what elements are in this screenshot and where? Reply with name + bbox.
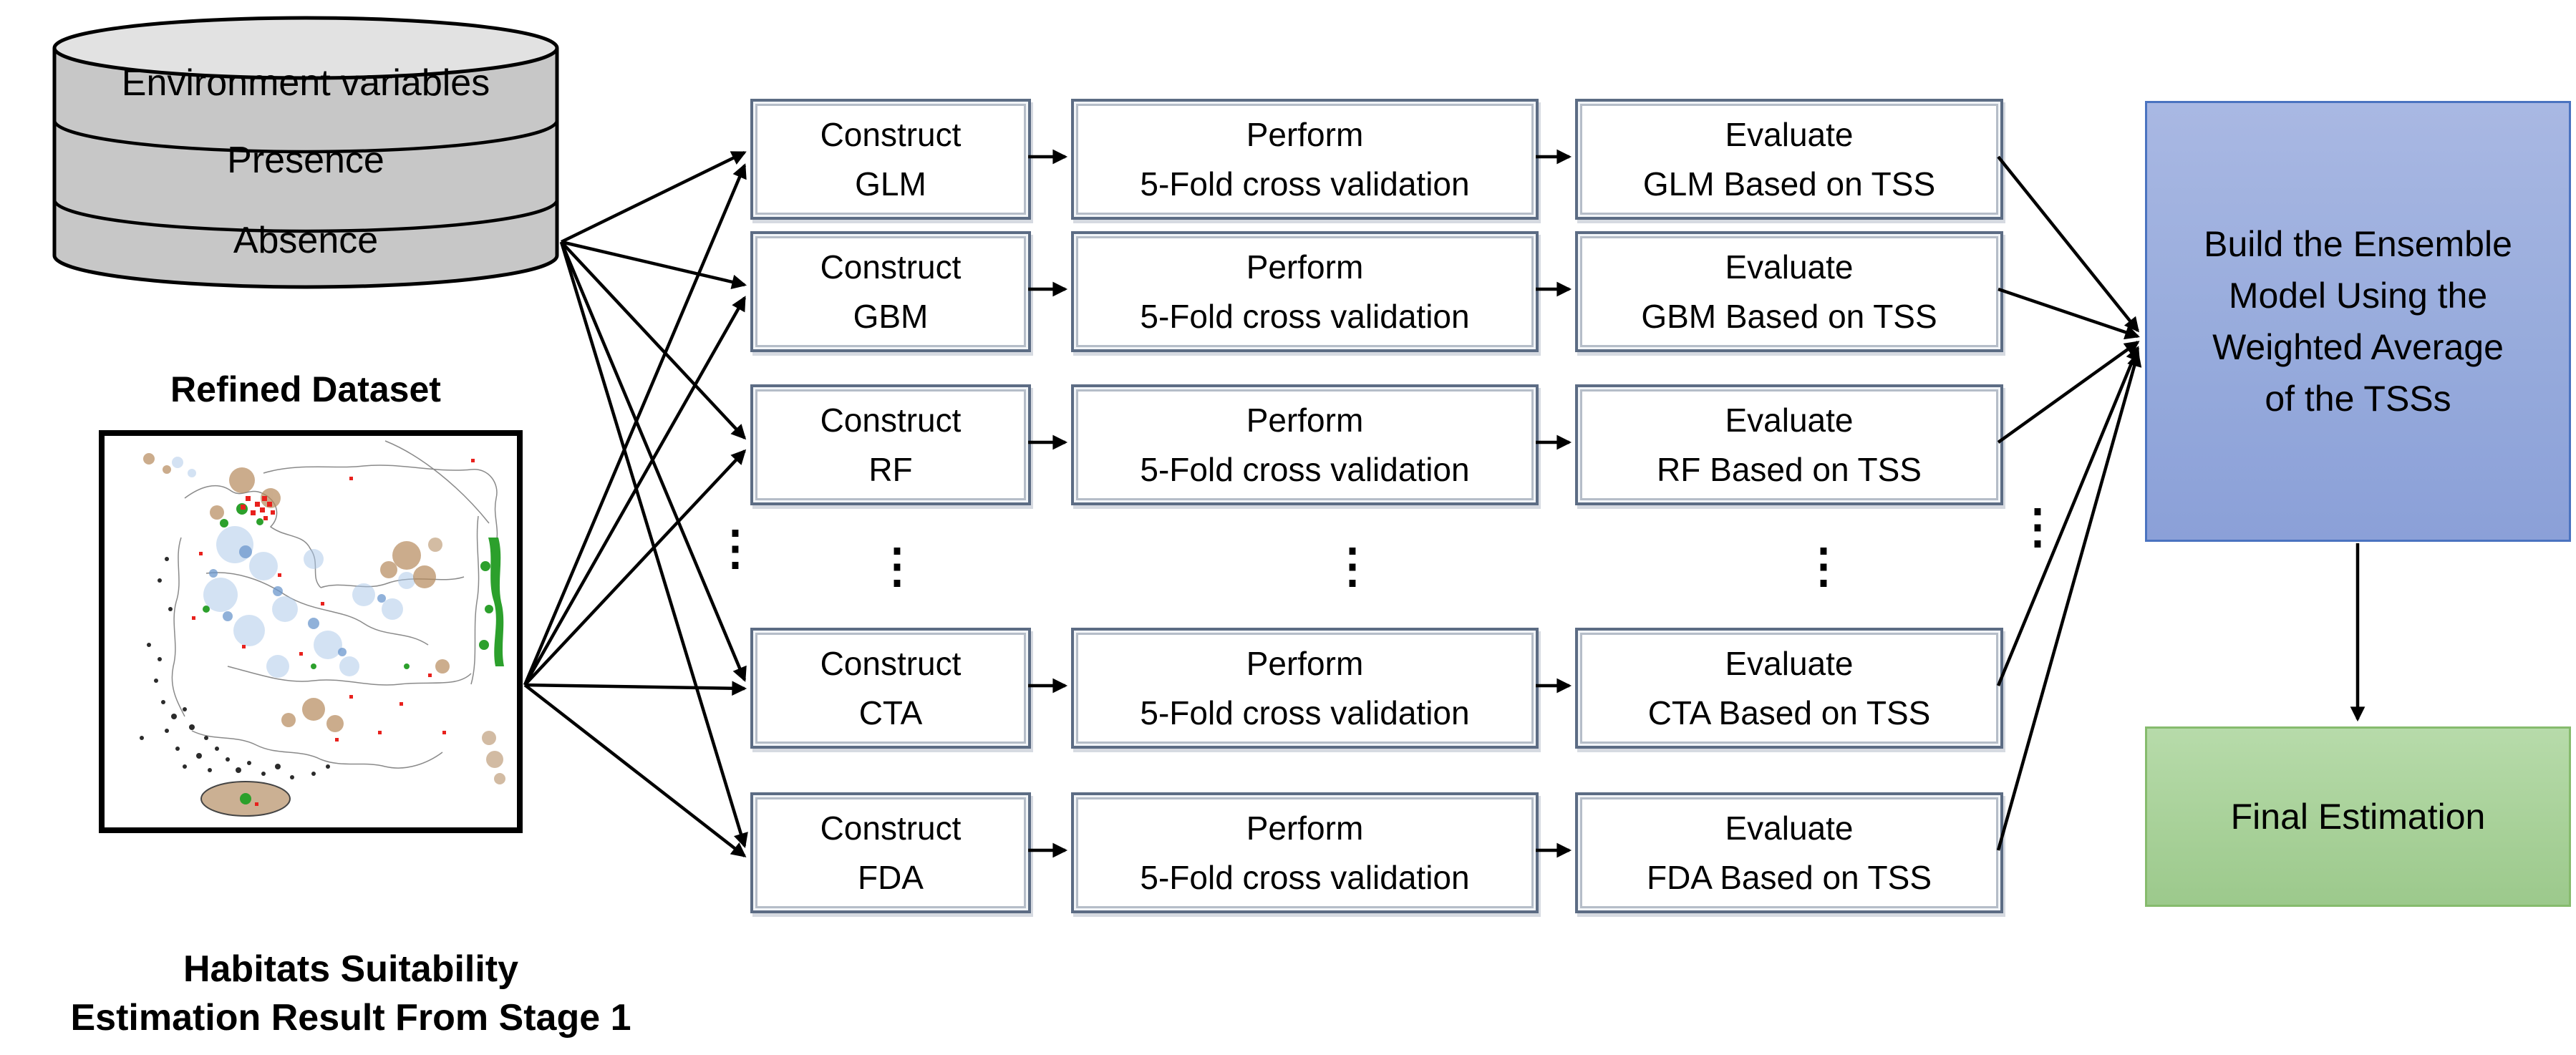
map-presence-points <box>192 459 475 742</box>
ellipsis-left: ⋮ <box>712 521 759 574</box>
map-high-suitability <box>203 503 504 669</box>
perform-box-fda: Perform 5-Fold cross validation <box>1071 792 1539 913</box>
evaluate-box-cta: Evaluate CTA Based on TSS <box>1575 628 2003 749</box>
ellipsis-evaluate: ⋮ <box>1800 539 1847 592</box>
construct-box-cta: Construct CTA <box>750 628 1031 749</box>
ensemble-model-box: Build the Ensemble Model Using the Weigh… <box>2145 101 2571 542</box>
final-estimation-box: Final Estimation <box>2145 726 2571 907</box>
map-jeju-island <box>200 781 291 817</box>
perform-box-gbm: Perform 5-Fold cross validation <box>1071 231 1539 352</box>
construct-box-rf: Construct RF <box>750 384 1031 505</box>
dataset-caption: Refined Dataset <box>170 369 441 409</box>
dataset-segment-presence: Presence <box>227 140 384 181</box>
map-brown-patches <box>143 453 450 732</box>
dataset-segment-environment: Environment variables <box>121 62 490 104</box>
map-caption: Habitats Suitability Estimation Result F… <box>70 948 631 1039</box>
map-medium-suitability-dots <box>209 545 386 656</box>
map-low-suitability-patches <box>172 457 415 678</box>
perform-box-cta: Perform 5-Fold cross validation <box>1071 628 1539 749</box>
construct-box-gbm: Construct GBM <box>750 231 1031 352</box>
ellipsis-construct: ⋮ <box>873 539 921 592</box>
evaluate-box-fda: Evaluate FDA Based on TSS <box>1575 792 2003 913</box>
evaluate-box-rf: Evaluate RF Based on TSS <box>1575 384 2003 505</box>
habitat-suitability-map <box>99 430 523 833</box>
evaluate-box-glm: Evaluate GLM Based on TSS <box>1575 99 2003 220</box>
evaluate-box-gbm: Evaluate GBM Based on TSS <box>1575 231 2003 352</box>
perform-box-rf: Perform 5-Fold cross validation <box>1071 384 1539 505</box>
map-boundaries <box>171 440 498 769</box>
dataset-segment-absence: Absence <box>233 220 379 261</box>
ellipsis-perform: ⋮ <box>1329 539 1376 592</box>
perform-box-glm: Perform 5-Fold cross validation <box>1071 99 1539 220</box>
map-tan-islands <box>428 538 505 784</box>
construct-box-fda: Construct FDA <box>750 792 1031 913</box>
construct-box-glm: Construct GLM <box>750 99 1031 220</box>
map-island-speckles <box>140 557 330 779</box>
ellipsis-right: ⋮ <box>2014 500 2061 553</box>
